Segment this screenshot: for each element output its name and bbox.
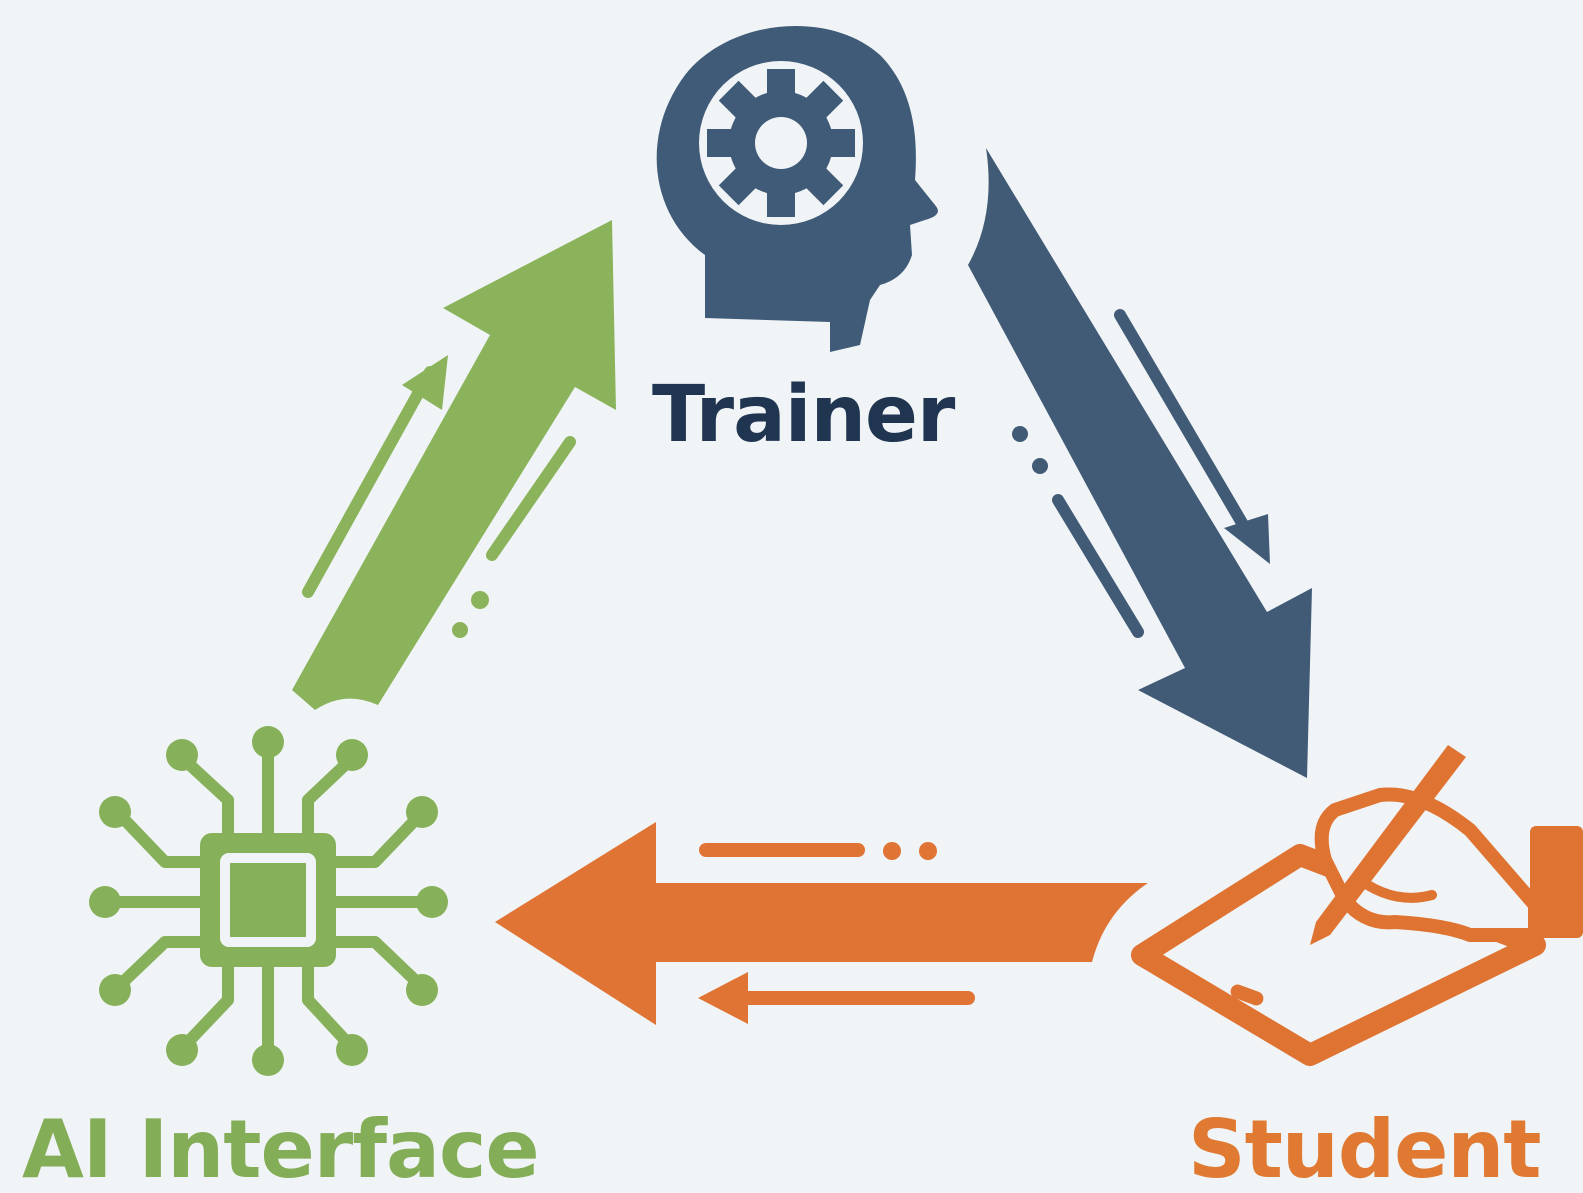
main-arrow-blue <box>968 148 1312 778</box>
main-arrow-orange <box>495 822 1148 1025</box>
main-arrow-green <box>292 220 616 710</box>
speed-dot-orange <box>883 842 901 860</box>
tablet-home-button <box>1230 984 1264 1006</box>
ai-interface-label: AI Interface <box>22 1103 540 1193</box>
speed-arrow-blue <box>1114 309 1258 546</box>
hand-outline <box>1314 787 1542 942</box>
hand-writing-tablet-icon <box>1131 745 1583 1066</box>
chip-core <box>220 853 316 947</box>
speed-dot-green <box>471 591 489 609</box>
speed-dot-green <box>452 622 468 638</box>
speed-dot-blue <box>1012 426 1028 442</box>
flow-arrow-trainer-to-student <box>968 148 1312 778</box>
speed-arrowhead-green <box>402 355 448 410</box>
trainer-label: Trainer <box>652 370 955 460</box>
speed-line-blue <box>1052 494 1144 638</box>
pen-icon <box>1310 745 1466 945</box>
flow-arrow-ai-to-trainer <box>292 220 616 710</box>
flow-arrow-student-to-ai <box>495 822 1148 1025</box>
gear-icon <box>699 61 863 225</box>
speed-dot-orange <box>919 842 937 860</box>
head-gear-icon <box>656 26 938 352</box>
speed-arrowhead-orange <box>698 972 748 1024</box>
student-label: Student <box>1188 1103 1542 1193</box>
speed-line-green <box>486 436 576 561</box>
tablet-outline <box>1131 844 1546 1066</box>
speed-arrow-green <box>302 366 436 598</box>
circuit-chip-icon <box>89 726 448 1076</box>
sleeve-cuff <box>1530 826 1583 938</box>
speed-dot-blue <box>1032 458 1048 474</box>
speed-arrowhead-blue <box>1224 514 1270 564</box>
finger-line <box>1355 875 1437 903</box>
chip-body <box>200 833 336 967</box>
